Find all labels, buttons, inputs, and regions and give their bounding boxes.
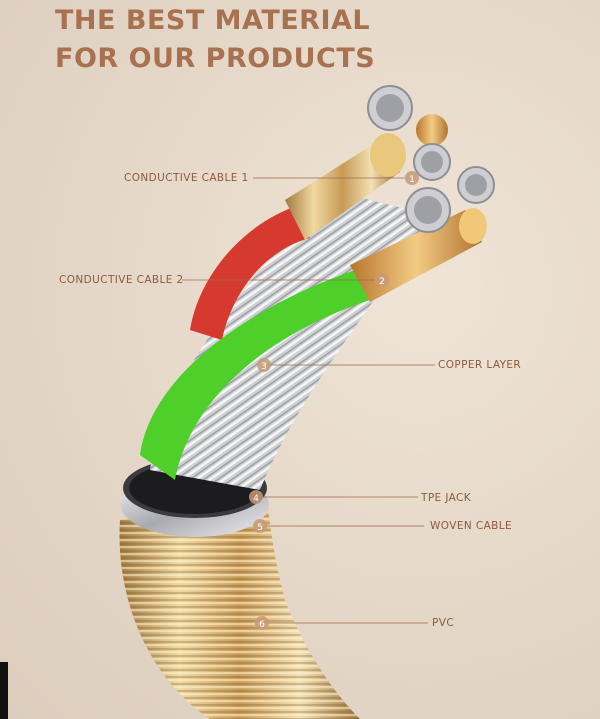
badge-2-number: 2 bbox=[379, 277, 385, 287]
red-wire-end bbox=[370, 133, 406, 177]
headline-line-1: THE BEST MATERIAL bbox=[55, 5, 371, 36]
green-wire-end bbox=[459, 208, 487, 244]
red-wire-copper-tip bbox=[285, 140, 400, 240]
label-pvc: PVC bbox=[432, 617, 455, 629]
badge-2 bbox=[375, 273, 389, 287]
badge-5-number: 5 bbox=[257, 523, 263, 533]
green-insulated-wire bbox=[140, 270, 370, 480]
headline-line-2: FOR OUR PRODUCTS bbox=[55, 43, 376, 74]
label-tpe-jack: TPE JACK bbox=[421, 492, 472, 504]
callout-badges: 1 2 3 4 5 6 bbox=[249, 171, 419, 630]
headline: THE BEST MATERIAL FOR OUR PRODUCTS bbox=[55, 2, 375, 78]
badge-1-number: 1 bbox=[409, 175, 415, 185]
badge-3 bbox=[257, 358, 271, 372]
badge-4-number: 4 bbox=[253, 494, 259, 504]
label-copper-layer: COPPER LAYER bbox=[438, 359, 522, 371]
red-insulated-wire bbox=[190, 205, 310, 340]
edge-bar bbox=[0, 662, 8, 719]
badge-1 bbox=[405, 171, 419, 185]
label-conductive-cable-1: CONDUCTIVE CABLE 1 bbox=[124, 172, 249, 184]
leader-lines bbox=[182, 177, 435, 624]
label-woven-cable: WOVEN CABLE bbox=[430, 520, 513, 532]
pvc-sheath bbox=[119, 505, 360, 719]
strand-ends bbox=[367, 85, 495, 233]
label-conductive-cable-2: CONDUCTIVE CABLE 2 bbox=[59, 274, 184, 286]
badge-3-number: 3 bbox=[261, 362, 267, 372]
badge-6 bbox=[255, 616, 269, 630]
badge-6-number: 6 bbox=[259, 620, 265, 630]
badge-5 bbox=[253, 519, 267, 533]
badge-4 bbox=[249, 490, 263, 504]
